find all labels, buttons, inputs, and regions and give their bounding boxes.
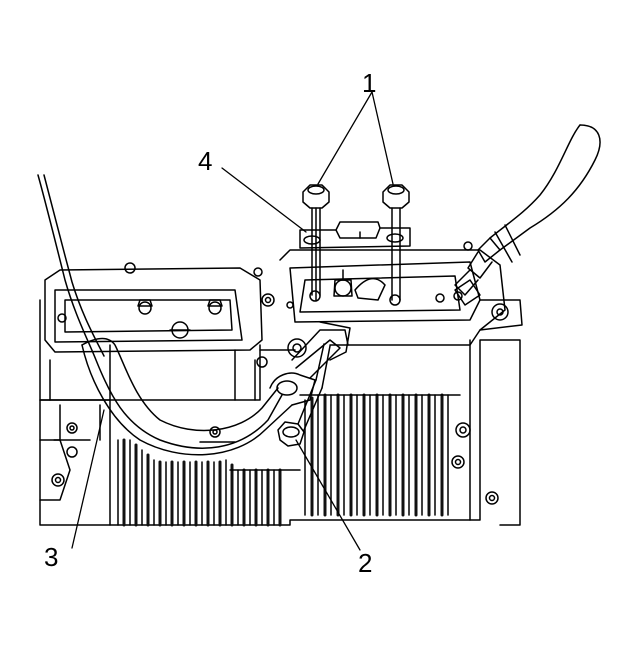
bracket: [299, 221, 411, 249]
lower-housing: [39, 339, 521, 526]
right-terminal-housing: [279, 241, 523, 346]
cable: [37, 174, 351, 456]
cooling-fins-right: [299, 393, 461, 517]
cooling-fins-left: [117, 438, 301, 527]
bolt: [277, 343, 331, 447]
left-module-housing: [39, 262, 296, 443]
callout-2: 2: [358, 548, 372, 578]
callout-1: 1: [362, 68, 376, 98]
coolant-hose: [454, 124, 601, 296]
callout-4: 4: [198, 146, 212, 176]
leader-lines: [71, 91, 394, 551]
callout-3: 3: [44, 542, 58, 572]
nut-right: [382, 184, 410, 301]
nut-left: [302, 184, 330, 301]
